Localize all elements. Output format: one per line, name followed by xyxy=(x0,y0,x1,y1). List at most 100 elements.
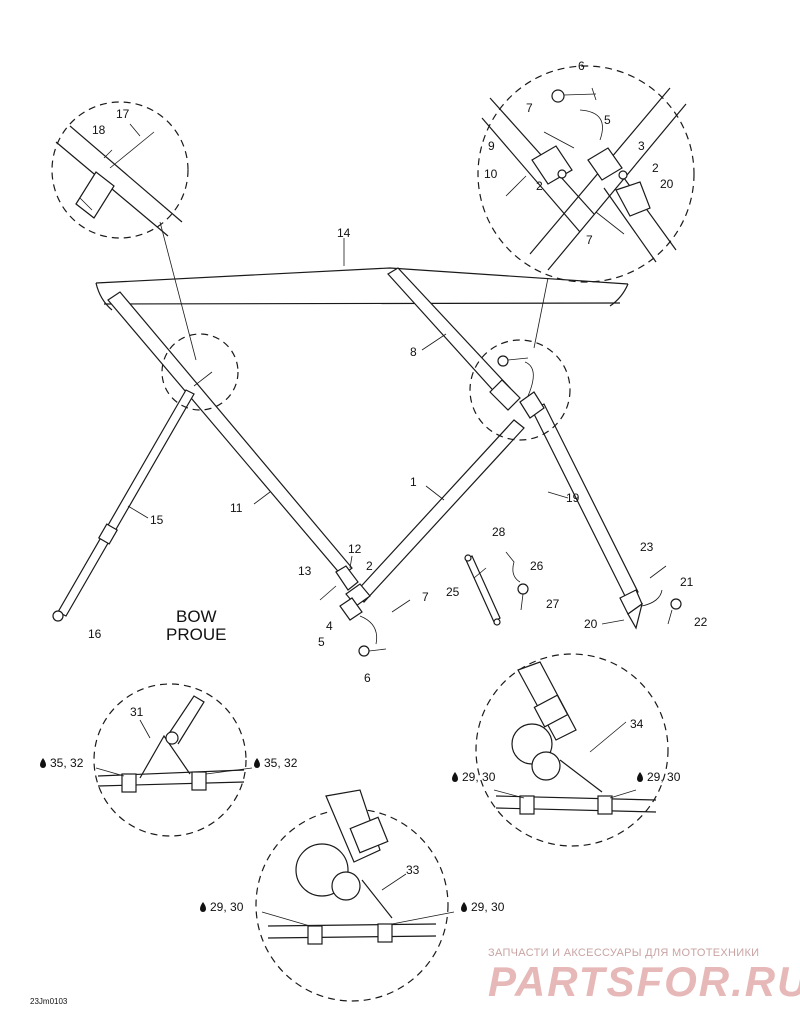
callout-28: 28 xyxy=(492,525,506,539)
frame-assembly xyxy=(52,267,682,657)
tube-1 xyxy=(353,419,525,603)
callout-23: 23 xyxy=(640,540,654,554)
detail-top-left-circle xyxy=(51,101,189,239)
strap-buckle xyxy=(97,523,119,545)
strap-hook-16 xyxy=(52,610,64,622)
detail-right-circle xyxy=(475,653,669,847)
strap-25 xyxy=(465,555,501,623)
detail-tr-tube-b xyxy=(481,117,581,233)
leader-15 xyxy=(127,505,149,519)
detail-tr-block-3 xyxy=(587,147,623,181)
torque-drop-icon xyxy=(254,758,260,768)
callout-26: 26 xyxy=(530,559,544,573)
torque-left-r: 35, 32 xyxy=(254,756,298,770)
tube-11 xyxy=(107,291,353,577)
strap-15 xyxy=(57,389,195,617)
detail-tl-pointer xyxy=(159,221,197,361)
torque-labels: 35, 32 35, 32 29, 30 29, 30 29, 30 29, 3… xyxy=(40,756,681,914)
top-bow-left-bend xyxy=(95,282,113,311)
detail-tr-pin-ring xyxy=(551,89,565,103)
callout-20-lower: 20 xyxy=(584,617,598,631)
callout-7-mid: 7 xyxy=(586,233,593,247)
detail-right-ring-small xyxy=(531,751,561,781)
detail-bottom-bolt-r xyxy=(377,923,393,943)
detail-tr-nut-2b xyxy=(618,170,628,180)
bolt-13 xyxy=(319,585,337,601)
right-pin-ring xyxy=(670,598,682,610)
detail-circle-right-marker xyxy=(469,339,571,441)
callout-2-right: 2 xyxy=(652,161,659,175)
detail-tr-pointer xyxy=(533,277,549,349)
detail-left-mount xyxy=(93,683,247,837)
callout-13: 13 xyxy=(298,564,312,578)
callout-3: 3 xyxy=(638,139,645,153)
connector-block-right xyxy=(519,391,545,419)
callout-7-upper: 7 xyxy=(526,101,533,115)
detail-top-right xyxy=(477,65,695,349)
callout-19: 19 xyxy=(566,491,580,505)
detail-bottom-bracket-33 xyxy=(361,879,393,919)
torque-left-l: 35, 32 xyxy=(40,756,84,770)
callout-8: 8 xyxy=(410,345,417,359)
callout-20-upper: 20 xyxy=(660,177,674,191)
leader-torque-rr xyxy=(609,789,637,799)
bolt-23 xyxy=(649,565,667,579)
detail-left-strap xyxy=(165,695,205,745)
fitting-20-tip xyxy=(627,602,643,630)
torque-drop-icon xyxy=(40,758,46,768)
detail-right-sleeve xyxy=(533,694,569,728)
detail-tl-tube-b xyxy=(69,125,183,223)
callout-14: 14 xyxy=(337,226,351,240)
tube-8 xyxy=(387,267,511,399)
watermark-tagline: ЗАПЧАСТИ И АКСЕССУАРЫ ДЛЯ МОТОТЕХНИКИ xyxy=(488,947,759,959)
detail-tl-leader-17 xyxy=(129,123,141,137)
callout-17: 17 xyxy=(116,107,130,121)
detail-tr-nut-2a xyxy=(557,169,567,179)
callout-15: 15 xyxy=(150,513,164,527)
callout-22: 22 xyxy=(694,615,708,629)
callout-11: 11 xyxy=(230,501,243,515)
leader-8 xyxy=(421,333,447,351)
torque-bottom-r: 29, 30 xyxy=(461,900,505,914)
loose-pin-shaft xyxy=(520,593,524,611)
callout-6-lower: 6 xyxy=(364,671,371,685)
leader-lines xyxy=(95,238,637,927)
leader-torque-br xyxy=(391,911,455,925)
detail-bottom-sleeve xyxy=(349,816,389,854)
detail-bottom-ring-small xyxy=(331,871,361,901)
detail-tr-pin xyxy=(563,87,597,101)
leader-34 xyxy=(589,721,627,753)
callout-18: 18 xyxy=(92,123,106,137)
detail-circle-left-marker xyxy=(161,333,239,411)
strap-25-top xyxy=(464,554,472,562)
detail-left-bolt-r xyxy=(191,771,207,791)
torque-left-r-text: 35, 32 xyxy=(264,756,298,770)
detail-bottom-bolt-l xyxy=(307,925,323,945)
right-pin-shaft xyxy=(667,609,673,625)
detail-left-deck-bot xyxy=(97,781,245,787)
callout-5-upper: 5 xyxy=(604,113,611,127)
callout-6-upper: 6 xyxy=(578,59,585,73)
callout-10: 10 xyxy=(484,167,498,181)
detail-tl-leader-18 xyxy=(103,149,113,159)
torque-bottom-l: 29, 30 xyxy=(200,900,244,914)
detail-tr-fitting-20 xyxy=(615,181,651,217)
callout-5-lower: 5 xyxy=(318,635,325,649)
torque-right-r: 29, 30 xyxy=(637,770,681,784)
callout-2-left: 2 xyxy=(536,179,543,193)
bow-label: BOW xyxy=(176,607,217,626)
detail-bottom-mount xyxy=(255,789,449,1002)
pin-shaft xyxy=(507,357,529,361)
leader-12 xyxy=(349,555,353,569)
detail-tr-bolt-7b xyxy=(595,211,625,235)
detail-tl-buckle xyxy=(75,171,115,219)
detail-left-bracket-31 xyxy=(139,734,191,779)
torque-drop-icon xyxy=(461,902,467,912)
detail-right-bolt-l xyxy=(519,795,535,815)
leader-torque-ll xyxy=(95,767,125,777)
detail-tr-bolt-7 xyxy=(543,131,575,149)
torque-bottom-r-text: 29, 30 xyxy=(471,900,505,914)
detail-left-circle xyxy=(93,683,247,837)
detail-bottom-deck-top xyxy=(267,923,437,927)
